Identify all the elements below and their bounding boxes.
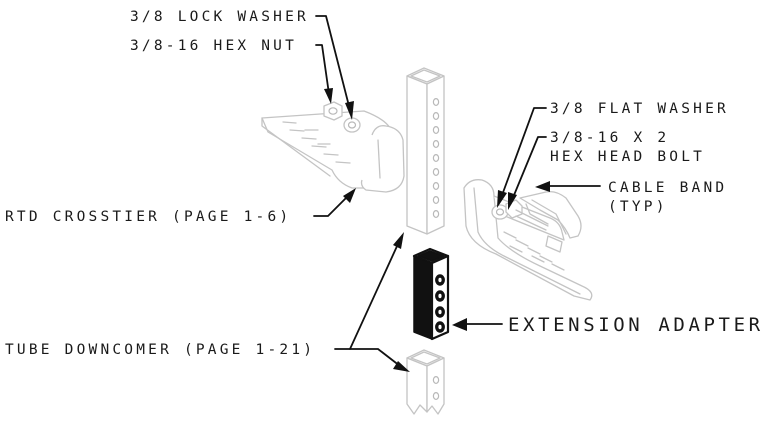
extension-adapter-holes — [435, 274, 445, 333]
leader-extension-adapter — [452, 318, 503, 331]
leader-lock-washer — [315, 15, 354, 120]
label-rtd-crosstier: RTD CROSSTIER (PAGE 1-6) — [5, 209, 291, 225]
label-bolt-type: HEX HEAD BOLT — [550, 149, 705, 165]
label-hex-nut: 3/8-16 HEX NUT — [130, 38, 297, 54]
lower-tube-downcomer — [406, 349, 445, 415]
leader-flat-washer — [497, 107, 547, 208]
leader-tube-downcomer — [334, 232, 410, 372]
label-extension-adapter: EXTENSION ADAPTER — [508, 314, 764, 336]
upper-channel — [406, 67, 445, 235]
cable-band-part — [519, 190, 582, 253]
label-cable-band: CABLE BAND — [608, 180, 727, 196]
label-lock-washer: 3/8 LOCK WASHER — [130, 9, 309, 25]
label-bolt-size: 3/8-16 X 2 — [550, 130, 669, 146]
hex-nut-part — [323, 101, 343, 121]
leader-hex-head-bolt — [508, 136, 547, 210]
label-tube-downcomer: TUBE DOWNCOMER (PAGE 1-21) — [5, 342, 315, 358]
rtd-crosstier-left — [261, 110, 405, 193]
upper-channel-holes — [432, 97, 440, 219]
extension-adapter-part — [412, 247, 450, 341]
label-cable-band-typ: (TYP) — [608, 199, 668, 215]
lock-washer-part — [343, 117, 361, 133]
leader-rtd-crosstier — [313, 188, 356, 217]
leader-cable-band — [535, 181, 601, 192]
label-flat-washer: 3/8 FLAT WASHER — [550, 101, 729, 117]
leader-hex-nut — [315, 44, 333, 104]
